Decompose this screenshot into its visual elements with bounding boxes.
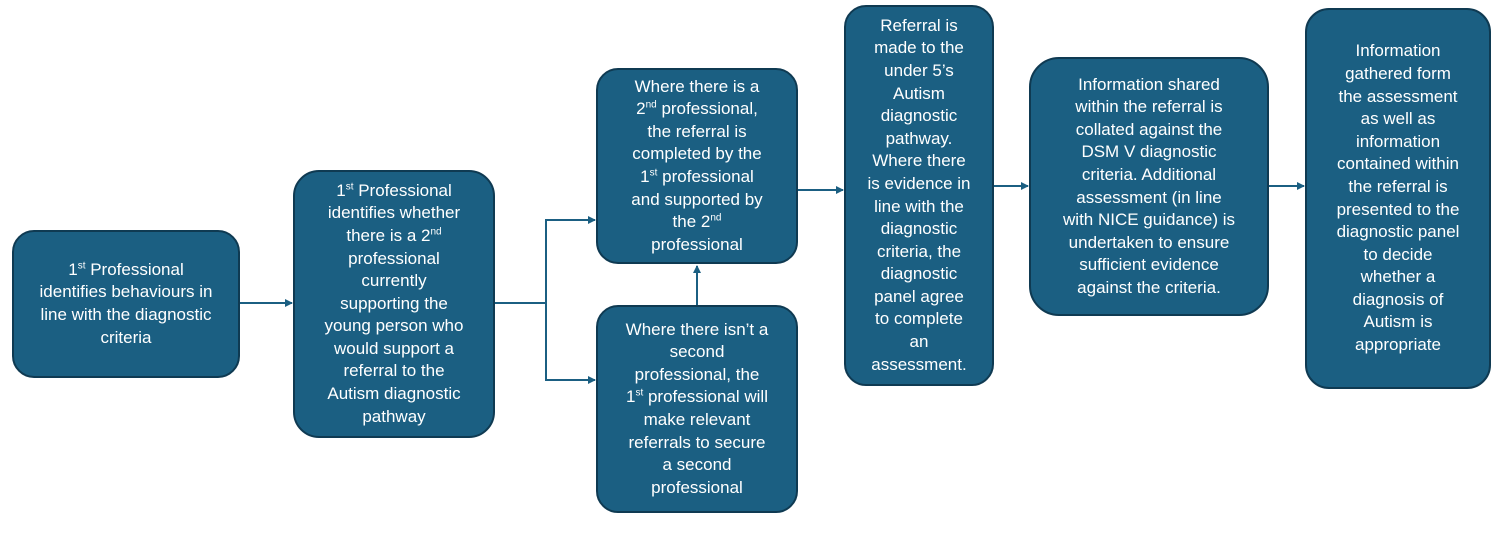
text-segment: Where there is a (634, 76, 760, 96)
step-identify-behaviours-box: 1st Professional identifies behaviours in… (12, 230, 240, 378)
text-segment: line with the diagnostic (40, 305, 212, 324)
text-segment: professional (348, 248, 440, 268)
text-segment: Autism diagnostic (327, 384, 461, 404)
text-segment: undertaken to ensure (1068, 232, 1230, 252)
step-information-collated-text: Information shared within the referral is… (1063, 74, 1235, 300)
text-segment: diagnostic (880, 264, 958, 284)
text-segment: within the referral is (1075, 97, 1223, 117)
text-segment: professional, the (634, 364, 760, 384)
text-segment: a second (662, 455, 732, 475)
text-segment: currently (361, 271, 427, 291)
text-segment: criteria (100, 327, 152, 347)
text-segment: 1 (336, 180, 346, 200)
text-segment: referrals to secure (628, 432, 766, 452)
text-segment: Professional (85, 259, 184, 279)
text-segment: identifies behaviours in (39, 282, 213, 302)
step-identify-behaviours-text: 1st Professional identifies behaviours in… (40, 259, 213, 349)
text-segment: Professional (353, 180, 452, 200)
text-segment: information (1355, 131, 1441, 151)
step-information-collated-box: Information shared within the referral is… (1029, 57, 1269, 316)
text-segment: made to the (874, 38, 964, 58)
text-segment: diagnostic (880, 106, 958, 126)
ordinal-suffix: nd (645, 99, 657, 111)
text-segment: DSM V diagnostic (1081, 142, 1217, 162)
text-segment: second (669, 342, 725, 362)
ordinal-suffix: nd (430, 226, 442, 238)
text-segment: professional, (656, 99, 758, 119)
text-segment: Information shared (1078, 74, 1220, 94)
text-segment: line with the (874, 196, 964, 216)
text-segment: Where there (872, 151, 966, 171)
text-segment: the assessment (1338, 86, 1458, 106)
text-segment: diagnosis of (1352, 289, 1444, 309)
text-segment: make relevant (643, 410, 751, 429)
text-segment: presented to the (1336, 199, 1460, 219)
text-segment: referral to the (343, 361, 445, 381)
text-segment: Where there isn’t a (625, 319, 769, 339)
text-segment: the 2 (672, 212, 711, 232)
text-segment: assessment (in line (1076, 187, 1222, 207)
text-segment: under 5’s (884, 60, 954, 80)
text-segment: Autism is (1363, 312, 1433, 332)
text-segment: professional (651, 477, 743, 497)
text-segment: pathway (362, 406, 426, 426)
text-segment: would support a (333, 338, 455, 358)
text-segment: diagnostic (880, 219, 958, 239)
text-segment: Information (1355, 41, 1441, 61)
text-segment: diagnostic panel (1336, 222, 1460, 242)
ordinal-suffix: st (77, 260, 86, 272)
text-segment: criteria, the (876, 241, 962, 261)
text-segment: 1 (626, 387, 636, 407)
text-segment: 1 (640, 167, 650, 186)
text-segment: supporting the (340, 293, 448, 313)
text-segment: 1 (68, 259, 78, 279)
text-segment: gathered form (1345, 63, 1451, 83)
text-segment: contained within (1337, 154, 1459, 174)
text-segment: whether a (1360, 267, 1436, 287)
text-segment: there is a 2 (346, 225, 431, 245)
ordinal-suffix: nd (710, 212, 722, 224)
text-segment: identifies whether (327, 203, 461, 223)
text-segment: pathway. (885, 128, 953, 148)
ordinal-suffix: st (635, 387, 644, 399)
text-segment: professional (651, 234, 743, 254)
ordinal-suffix: st (649, 167, 658, 179)
text-segment: the referral is (647, 121, 747, 141)
text-segment: Referral is (880, 15, 958, 35)
text-segment: 2 (636, 99, 646, 119)
text-segment: sufficient evidence (1079, 255, 1219, 275)
text-segment: to decide (1363, 244, 1433, 264)
text-segment: collated against the (1075, 119, 1223, 139)
text-segment: panel agree (874, 286, 964, 306)
text-segment: with NICE guidance) is (1063, 210, 1235, 230)
text-segment: Autism (893, 83, 945, 103)
text-segment: professional (657, 167, 754, 186)
text-segment: assessment. (871, 354, 967, 374)
text-segment: and supported by (631, 189, 763, 209)
text-segment: an (909, 332, 929, 352)
text-segment: professional will (643, 387, 768, 407)
text-segment: young person who (324, 316, 464, 336)
text-segment: to complete (875, 309, 963, 329)
text-segment: as well as (1360, 109, 1436, 129)
text-segment: against the criteria. (1077, 277, 1221, 297)
text-segment: is evidence in (867, 173, 971, 193)
text-segment: appropriate (1354, 335, 1441, 355)
text-segment: the referral is (1348, 176, 1448, 196)
text-segment: completed by the (632, 144, 762, 164)
ordinal-suffix: st (345, 181, 354, 193)
text-segment: criteria. Additional (1081, 164, 1217, 184)
